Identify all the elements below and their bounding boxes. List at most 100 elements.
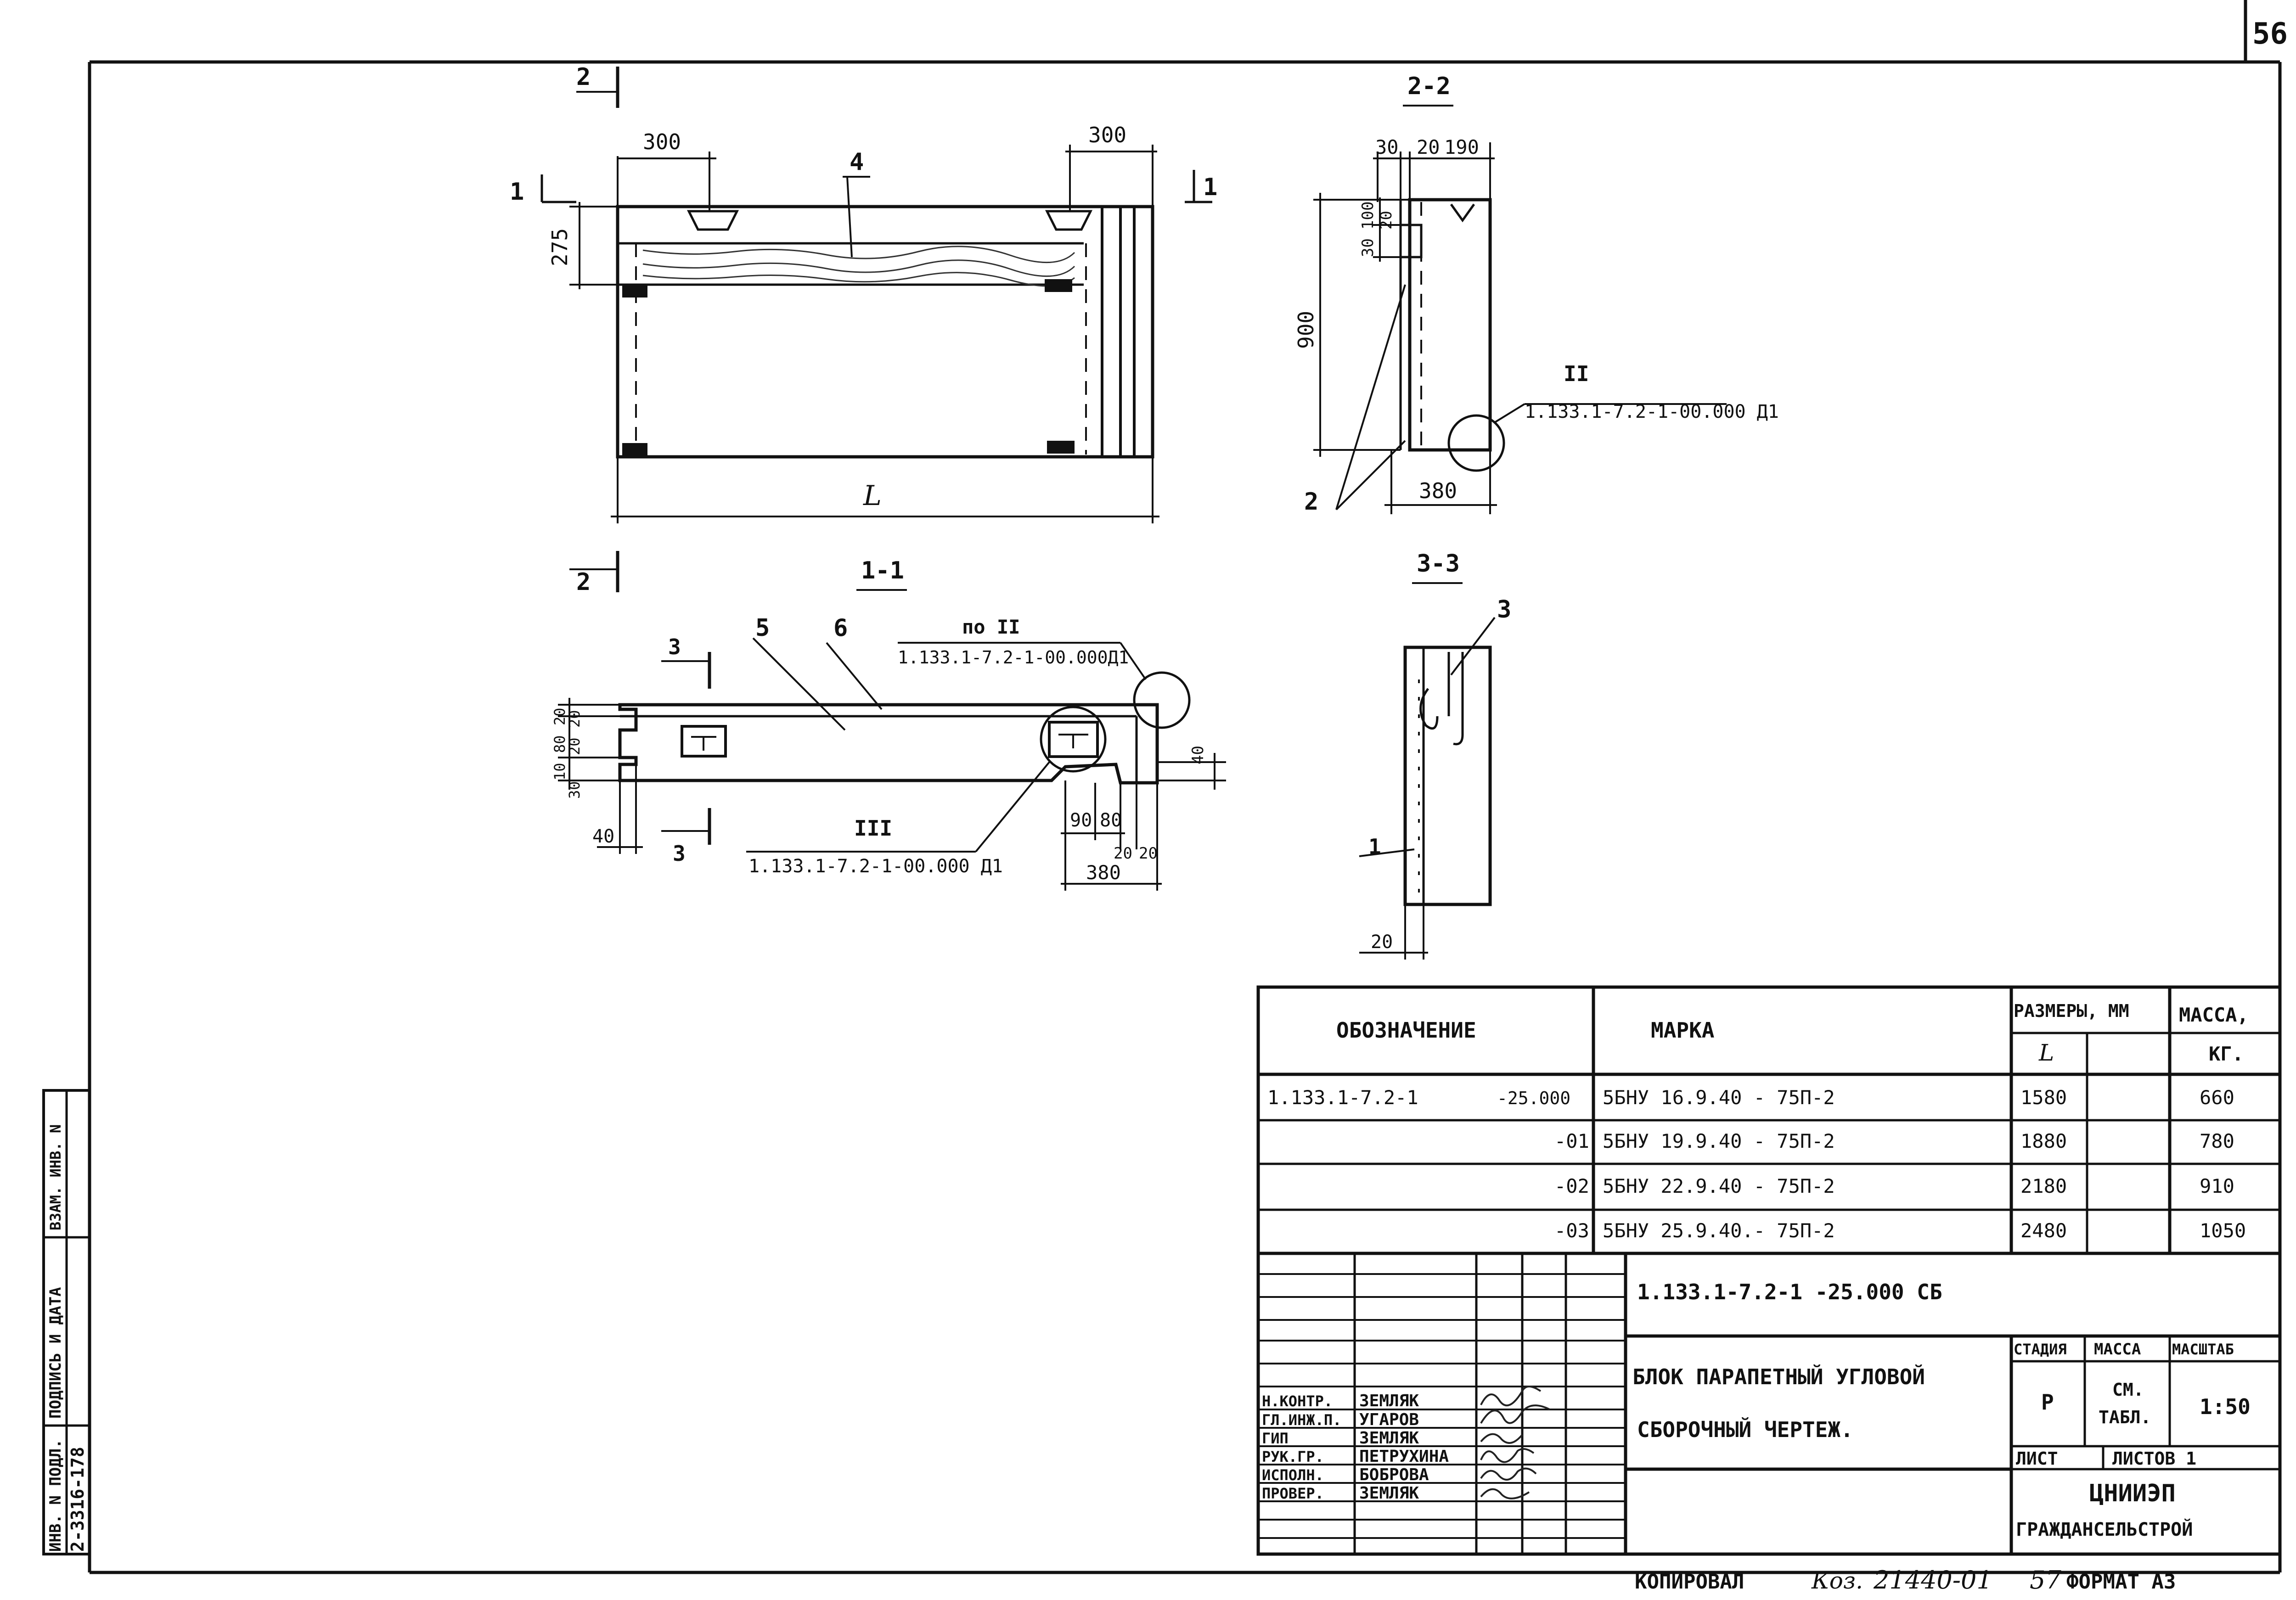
section-1-1-title: 1-1: [861, 557, 904, 584]
sheet-frame: 56: [88, 0, 2288, 1574]
drawing-title-line2: СБОРОЧНЫЙ ЧЕРТЕЖ.: [1637, 1417, 1853, 1442]
dim-30: 30: [566, 781, 583, 799]
row-mark: 5БНУ 19.9.40 - 75П-2: [1603, 1130, 1835, 1152]
dim-30: 30: [1375, 136, 1399, 158]
lifting-loop: [622, 285, 647, 298]
person-name: УГАРОВ: [1359, 1410, 1419, 1429]
row-designation: 1.133.1-7.2-1: [1267, 1086, 1418, 1109]
row-length: 2480: [2020, 1219, 2067, 1242]
row-length: 1880: [2020, 1130, 2067, 1152]
person-name: ЗЕМЛЯК: [1359, 1392, 1419, 1410]
title-block: 1.133.1-7.2-1 -25.000 СБ БЛОК ПАРАПЕТНЫЙ…: [1256, 1252, 2282, 1556]
section-2-2-title: 2-2: [1407, 73, 1451, 100]
plan-view: 300 300 275 L 4 2 2 1 1: [510, 63, 1217, 596]
section-3-3: 3-3 3 1 20: [1359, 550, 1511, 960]
person-role: ИСПОЛН.: [1262, 1466, 1324, 1484]
spec-table: ОБОЗНАЧЕНИЕ МАРКА РАЗМЕРЫ, ММ L МАССА, К…: [1256, 985, 2282, 1255]
table-row: -03 5БНУ 25.9.40.- 75П-2 2480 1050: [1554, 1219, 2246, 1242]
callout-iii-circle: [1040, 706, 1107, 773]
stamp-sign-label: ПОДПИСЬ И ДАТА: [46, 1287, 65, 1419]
callout-iii-label: III: [854, 816, 892, 841]
row-mark: 5БНУ 25.9.40.- 75П-2: [1603, 1219, 1835, 1242]
dim-80: 80: [551, 735, 568, 753]
leader-4: 4: [850, 148, 864, 176]
header-mass: МАССА,: [2179, 1004, 2249, 1026]
footer-code: 21440-01: [1873, 1566, 1992, 1594]
dim-20d: 20: [1114, 844, 1132, 863]
dim-20b: 20: [1377, 211, 1396, 230]
scale-label: МАСШТАБ: [2172, 1341, 2234, 1358]
dim-20-3-3: 20: [1371, 932, 1393, 953]
person-role: РУК.ГР.: [1262, 1448, 1324, 1465]
sheets-label: ЛИСТОВ 1: [2112, 1448, 2196, 1469]
dim-20e: 20: [1139, 844, 1158, 863]
person-role: Н.КОНТР.: [1262, 1392, 1333, 1410]
section-2-top: 2: [576, 63, 591, 91]
dim-80b: 80: [1100, 810, 1122, 831]
person-row: ИСПОЛН. БОБРОВА: [1262, 1465, 1429, 1484]
header-dimensions: РАЗМЕРЫ, ММ: [2014, 1001, 2129, 1021]
table-row: 1.133.1-7.2-1 -25.000 5БНУ 16.9.40 - 75П…: [1267, 1086, 2234, 1109]
dim-40-right: 40: [1189, 746, 1207, 764]
po-ii-ref: 1.133.1-7.2-1-00.000Д1: [898, 647, 1129, 668]
dim-20b: 20: [566, 710, 583, 728]
row-mark: 5БНУ 16.9.40 - 75П-2: [1603, 1086, 1835, 1109]
dim-20a: 20: [551, 707, 568, 725]
leader-1: 1: [1368, 834, 1381, 859]
section-1-right: 1: [1203, 174, 1217, 201]
footer-copied: КОПИРОВАЛ: [1635, 1570, 1744, 1594]
header-designation: ОБОЗНАЧЕНИЕ: [1336, 1018, 1476, 1043]
dim-300-left: 300: [643, 129, 681, 154]
person-role: ГЛ.ИНЖ.П.: [1262, 1411, 1341, 1429]
section-1-1: 1-1 по II 1.133.1-7.2-1-00.000Д1 5 6 III…: [551, 557, 1226, 891]
dim-275: 275: [547, 228, 572, 266]
section-2-bottom: 2: [576, 568, 591, 596]
dim-100: 100: [1359, 202, 1377, 230]
dim-20c: 20: [566, 737, 583, 755]
row-mass: 1050: [2200, 1219, 2246, 1242]
mass-value-line1: СМ.: [2112, 1380, 2144, 1400]
header-mark: МАРКА: [1651, 1018, 1714, 1043]
row-mass: 660: [2200, 1086, 2234, 1109]
dim-40: 40: [592, 826, 614, 847]
lifting-loop: [1045, 279, 1072, 292]
dim-30b: 30: [1359, 238, 1377, 257]
callout-ii-circle-b: [1133, 671, 1191, 729]
dim-10: 10: [551, 763, 568, 780]
dim-20: 20: [1417, 136, 1440, 158]
callout-ii-label: II: [1564, 361, 1589, 386]
leader-6: 6: [833, 614, 848, 642]
dim-300-right: 300: [1088, 123, 1126, 147]
stage-value: Р: [2041, 1390, 2054, 1415]
sheet-label: ЛИСТ: [2016, 1448, 2058, 1469]
stamp-inv-value: 2-3316-178: [68, 1447, 88, 1552]
row-mass: 780: [2200, 1130, 2234, 1152]
callout-iii-ref: 1.133.1-7.2-1-00.000 Д1: [748, 856, 1003, 877]
person-name: ПЕТРУХИНА: [1359, 1447, 1449, 1466]
person-row: ГИП ЗЕМЛЯК: [1262, 1429, 1419, 1448]
table-row: -02 5БНУ 22.9.40 - 75П-2 2180 910: [1554, 1175, 2234, 1197]
person-name: ЗЕМЛЯК: [1359, 1484, 1419, 1503]
row-length: 2180: [2020, 1175, 2067, 1197]
section-3-top: 3: [668, 634, 681, 659]
footer: КОПИРОВАЛ Коз. 21440-01 57 ФОРМАТ А3: [1635, 1566, 2176, 1594]
person-row: ГЛ.ИНЖ.П. УГАРОВ: [1262, 1410, 1419, 1429]
leader-2: 2: [1304, 488, 1318, 516]
person-row: ПРОВЕР. ЗЕМЛЯК: [1262, 1484, 1419, 1503]
section-3-bottom: 3: [673, 841, 686, 866]
scale-value: 1:50: [2200, 1394, 2251, 1419]
section-2-2: 2-2 30 20 190 900 100 20 30 380 II: [1294, 73, 1779, 516]
side-stamp: ИНВ. N ПОДЛ. 2-3316-178 ПОДПИСЬ И ДАТА В…: [42, 1089, 91, 1555]
header-mass-unit: КГ.: [2209, 1043, 2244, 1065]
leader-5: 5: [755, 614, 770, 642]
dim-length-L: L: [863, 480, 882, 512]
section-3-3-title: 3-3: [1417, 550, 1460, 578]
row-length: 1580: [2020, 1086, 2067, 1109]
footer-copied-hand: Коз.: [1811, 1567, 1863, 1594]
row-suffix: -02: [1554, 1175, 1589, 1197]
stamp-inv-label: ИНВ. N ПОДЛ.: [46, 1439, 65, 1552]
row-suffix: -01: [1554, 1130, 1589, 1152]
dim-380: 380: [1419, 478, 1457, 503]
row-mass: 910: [2200, 1175, 2234, 1197]
